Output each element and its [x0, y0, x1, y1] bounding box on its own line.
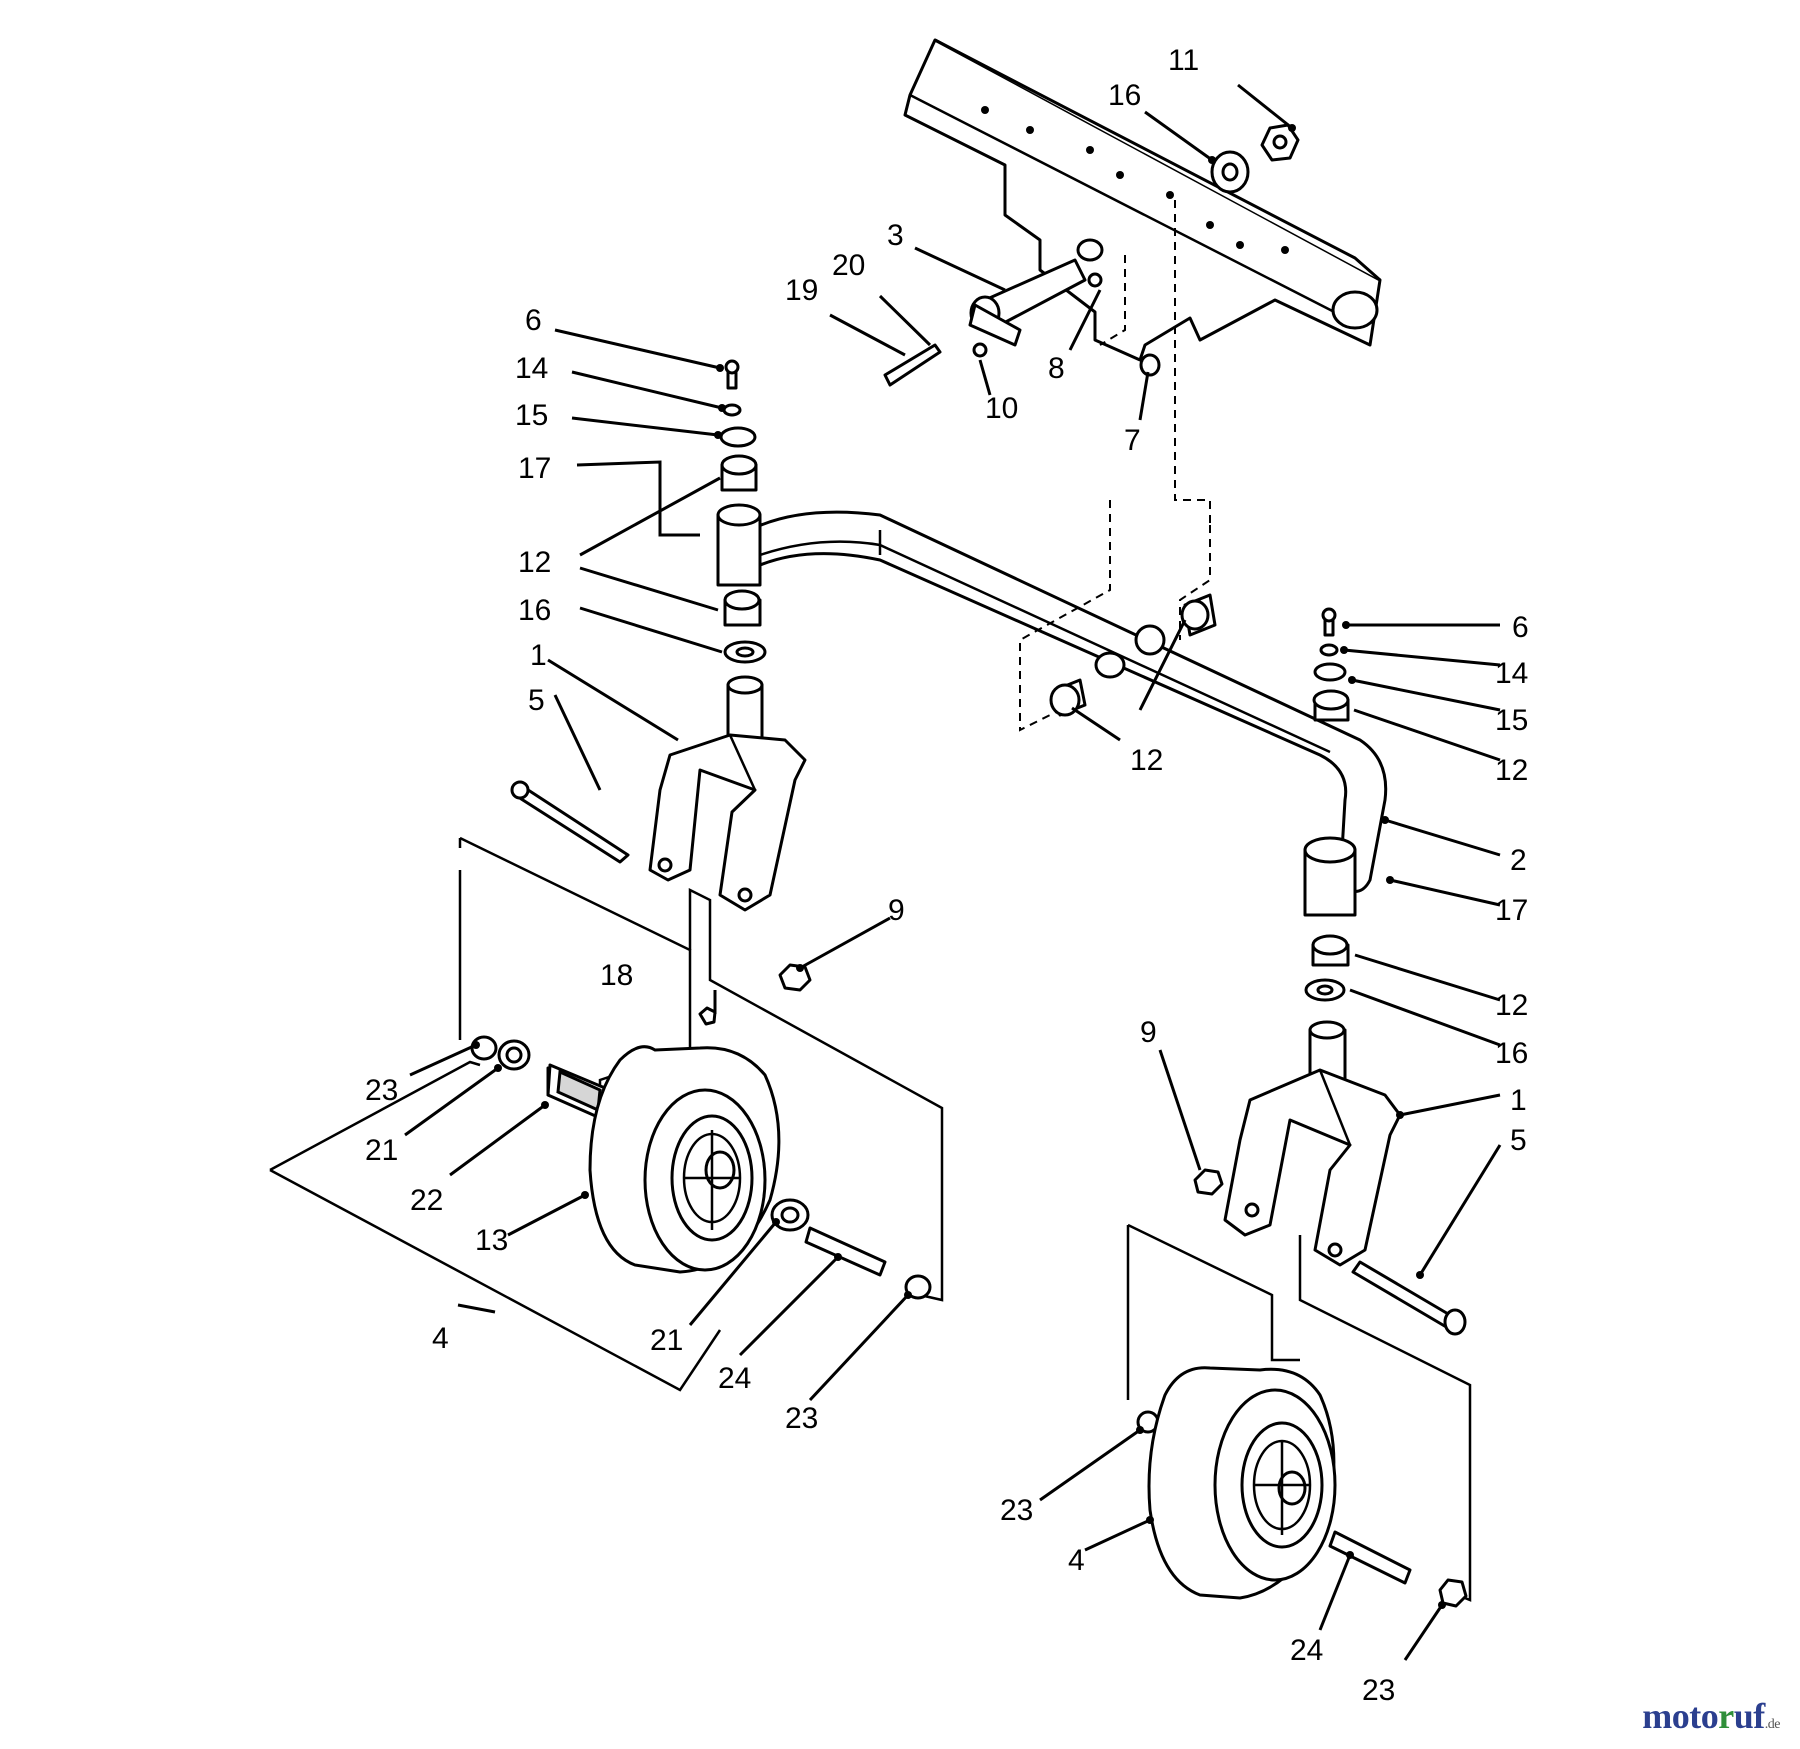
- left-spindle-stack: [716, 359, 767, 762]
- callout-20: 20: [832, 249, 865, 282]
- callout-12-left: 12: [518, 546, 551, 579]
- callout-21-left-b: 21: [650, 1324, 683, 1357]
- right-wheel-bracket: [1126, 1223, 1472, 1602]
- callout-9-right: 9: [1140, 1016, 1157, 1049]
- callout-23-left-b: 23: [785, 1402, 818, 1435]
- callout-16-top: 16: [1108, 79, 1141, 112]
- callout-5-left: 5: [528, 684, 545, 717]
- callout-2: 2: [1510, 844, 1527, 877]
- leader-lines: [404, 83, 1502, 1661]
- callout-11: 11: [1168, 44, 1199, 77]
- axle-bolts: [510, 780, 1467, 1336]
- callout-23-right-a: 23: [1000, 1494, 1033, 1527]
- pivot-pin-assembly: [883, 200, 1211, 525]
- frame-bracket: [903, 38, 1382, 362]
- beam-bushings: [1049, 593, 1217, 717]
- callout-9-left: 9: [888, 894, 905, 927]
- callout-10: 10: [985, 392, 1018, 425]
- callout-15-right: 15: [1495, 704, 1528, 737]
- right-spindle-stack: [1303, 607, 1357, 1097]
- callout-21-left-a: 21: [365, 1134, 398, 1167]
- callout-17-left: 17: [518, 452, 551, 485]
- callout-17-right: 17: [1495, 894, 1528, 927]
- callout-16-left: 16: [518, 594, 551, 627]
- callout-14-left: 14: [515, 352, 548, 385]
- arrow-heads: [472, 124, 1446, 1609]
- callout-22: 22: [410, 1184, 443, 1217]
- callout-24-right: 24: [1290, 1634, 1323, 1667]
- callout-5-right: 5: [1510, 1124, 1527, 1157]
- callout-1-right: 1: [1510, 1084, 1527, 1117]
- left-wheel: [588, 1045, 932, 1300]
- callout-18: 18: [600, 959, 633, 992]
- fork-nuts: [778, 963, 1224, 1196]
- callout-23-right-b: 23: [1362, 1674, 1395, 1707]
- callout-16-right: 16: [1495, 1037, 1528, 1070]
- right-fork: [1223, 1068, 1402, 1267]
- callout-3: 3: [887, 219, 904, 252]
- right-wheel: [1136, 1366, 1468, 1608]
- watermark-logo: motoruf.de: [1642, 1696, 1780, 1736]
- callout-14-right: 14: [1495, 657, 1528, 690]
- callout-12-right-bottom: 12: [1495, 989, 1528, 1022]
- left-fork: [648, 733, 807, 912]
- callout-labels: 11 16 3 20 19 8 10 7 6 14 15 17 12 16 1 …: [365, 44, 1529, 1707]
- callout-7: 7: [1124, 424, 1141, 457]
- callout-15-left: 15: [515, 399, 548, 432]
- top-hardware: [1210, 123, 1300, 194]
- callout-24-left: 24: [718, 1362, 751, 1395]
- callout-1-left: 1: [530, 639, 547, 672]
- callout-12-beam: 12: [1130, 744, 1163, 777]
- callout-6-right: 6: [1512, 611, 1529, 644]
- callout-4-left: 4: [432, 1322, 449, 1355]
- axle-beam: [748, 500, 1388, 893]
- callout-8: 8: [1048, 352, 1065, 385]
- callout-13: 13: [475, 1224, 508, 1257]
- callout-4-right: 4: [1068, 1544, 1085, 1577]
- callout-19: 19: [785, 274, 818, 307]
- callout-6-left: 6: [525, 304, 542, 337]
- left-wheel-hardware: [470, 1006, 717, 1120]
- callout-12-right-top: 12: [1495, 754, 1528, 787]
- callout-23-left-a: 23: [365, 1074, 398, 1107]
